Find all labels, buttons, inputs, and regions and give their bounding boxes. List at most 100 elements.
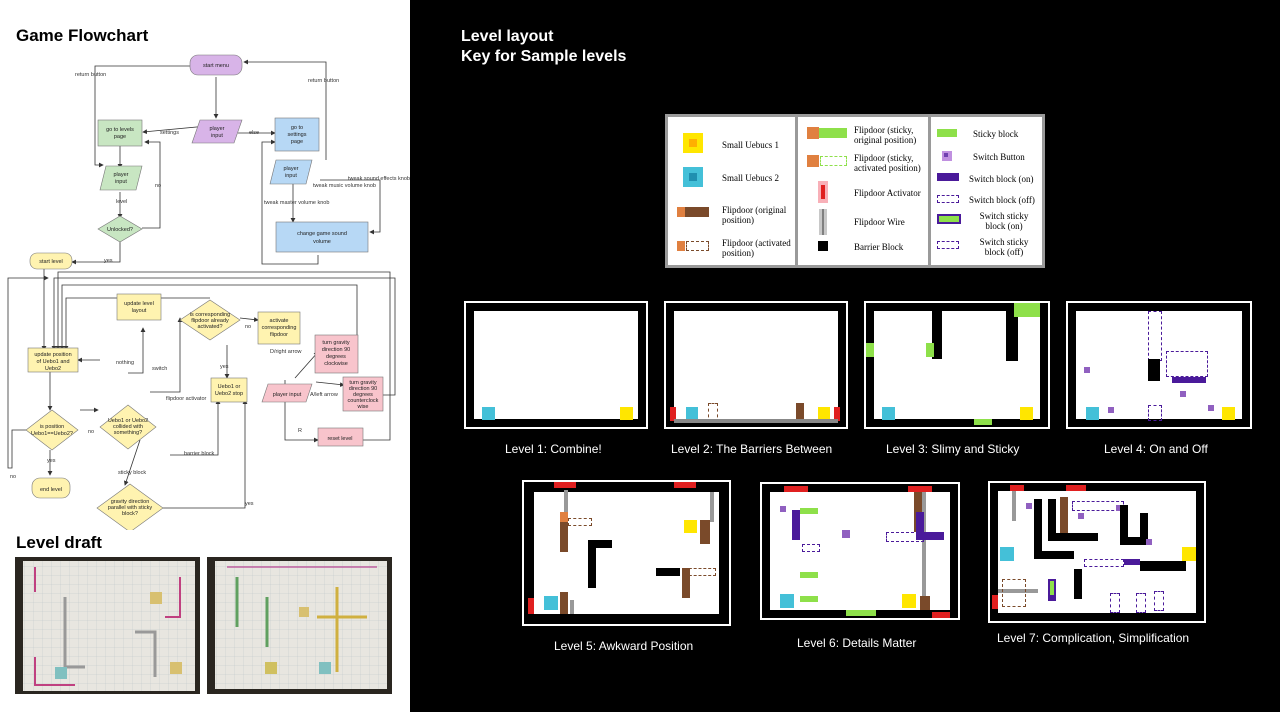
svg-text:player: player <box>284 166 299 172</box>
svg-text:player: player <box>210 126 225 132</box>
svg-text:Unlocked?: Unlocked? <box>107 227 133 233</box>
node-player-input-top <box>191 119 243 144</box>
legend-label: Barrier Block <box>854 242 904 252</box>
yellow-uebucs-icon <box>902 594 916 608</box>
svg-text:tweak music volume knob: tweak music volume knob <box>313 183 376 189</box>
game-flowchart: return button return button settings els… <box>7 54 410 530</box>
svg-text:activate: activate <box>270 318 289 324</box>
svg-text:block?: block? <box>122 511 138 517</box>
level-layout-title: Level layout <box>461 28 554 45</box>
svg-text:Uebo1==Uebo2?: Uebo1==Uebo2? <box>31 431 73 437</box>
svg-text:go to levels: go to levels <box>106 127 134 133</box>
flowchart-edge-labels: return button return button settings els… <box>10 72 410 507</box>
level-4-map <box>1066 301 1252 429</box>
legend-column-3: Sticky block Switch Button Switch block … <box>931 117 1042 265</box>
legend-label: Switch block (off) <box>969 195 1035 205</box>
level-3-map <box>864 301 1050 429</box>
svg-text:yes: yes <box>245 501 254 507</box>
blue-uebucs-icon <box>1086 407 1099 420</box>
flowchart-title: Game Flowchart <box>16 26 149 45</box>
svg-text:level: level <box>116 199 127 205</box>
yellow-uebucs-icon <box>818 407 830 419</box>
level-draft-title: Level draft <box>16 533 102 552</box>
switch-sticky-on-icon <box>937 214 961 224</box>
svg-text:parallel with sticky: parallel with sticky <box>108 505 153 511</box>
svg-text:Uebo1 or Uebo2: Uebo1 or Uebo2 <box>108 418 148 424</box>
svg-text:collided with: collided with <box>113 424 143 430</box>
svg-text:Uebo1 or: Uebo1 or <box>218 384 241 390</box>
svg-text:turn gravity: turn gravity <box>322 340 349 346</box>
svg-text:input: input <box>285 173 297 179</box>
level-7-label: Level 7: Complication, Simplification <box>997 631 1190 645</box>
node-levels-page <box>97 119 143 147</box>
blue-uebucs-icon <box>544 596 558 610</box>
svg-text:nothing: nothing <box>116 360 134 366</box>
switch-block-on-icon <box>937 173 959 181</box>
node-start-menu <box>189 54 243 76</box>
level-1-map <box>464 301 648 429</box>
yellow-uebucs-icon <box>620 407 633 420</box>
svg-text:something?: something? <box>114 430 142 436</box>
svg-text:flipdoor: flipdoor <box>270 332 288 338</box>
svg-text:flipdoor already: flipdoor already <box>191 318 229 324</box>
svg-text:tweak master volume knob: tweak master volume knob <box>264 200 329 206</box>
legend-key: Small Uebucs 1 Small Uebucs 2 Flipdoor (… <box>665 114 1045 268</box>
node-turn-cw <box>314 334 359 374</box>
level-draft-photo-1 <box>15 557 200 694</box>
svg-text:no: no <box>155 183 161 189</box>
node-activate-flipdoor <box>257 311 301 345</box>
blue-uebucs-icon <box>686 407 698 419</box>
svg-text:yes: yes <box>104 258 113 264</box>
node-end-level <box>31 477 71 499</box>
node-collided <box>99 404 157 450</box>
legend-label: Small Uebucs 2 <box>722 173 779 183</box>
legend-label: Switch Button <box>973 152 1025 162</box>
node-turn-ccw <box>342 376 384 412</box>
blue-uebucs-icon <box>683 167 703 187</box>
legend-label: Switch sticky block (on) <box>979 211 1029 231</box>
yellow-uebucs-icon <box>1222 407 1235 420</box>
legend-label: Flipdoor Wire <box>854 217 905 227</box>
yellow-uebucs-icon <box>1182 547 1196 561</box>
svg-text:update level: update level <box>124 301 154 307</box>
barrier-block-icon <box>818 241 828 251</box>
svg-text:turn gravity: turn gravity <box>349 380 376 386</box>
svg-text:of Uebo1 and: of Uebo1 and <box>36 359 69 365</box>
blue-uebucs-icon <box>1000 547 1014 561</box>
svg-text:is position: is position <box>40 424 64 430</box>
legend-column-2: Flipdoor (sticky, original position) Fli… <box>798 117 928 265</box>
blue-uebucs-icon <box>780 594 794 608</box>
node-player-input-mid <box>261 383 313 403</box>
node-uebo-stop <box>210 377 248 403</box>
node-change-volume <box>275 221 369 253</box>
level-1-label: Level 1: Combine! <box>505 442 602 456</box>
svg-text:page: page <box>291 139 303 145</box>
level-2-map <box>664 301 848 429</box>
svg-text:corresponding: corresponding <box>262 325 297 331</box>
legend-label: Switch sticky block (off) <box>979 237 1029 257</box>
level-2-label: Level 2: The Barriers Between <box>671 442 833 456</box>
svg-text:input: input <box>211 133 223 139</box>
svg-text:return button: return button <box>75 72 106 78</box>
svg-text:is corresponding: is corresponding <box>190 312 230 318</box>
svg-text:layout: layout <box>132 308 147 314</box>
node-unlocked <box>97 215 143 243</box>
yellow-uebucs-icon <box>684 520 697 533</box>
flipdoor-wire-icon <box>819 209 827 235</box>
flowchart-edges <box>7 59 396 509</box>
svg-text:volume: volume <box>313 239 331 245</box>
svg-text:wise: wise <box>356 404 368 410</box>
key-sample-levels-title: Key for Sample levels <box>461 48 627 65</box>
svg-text:D/right arrow: D/right arrow <box>270 349 302 355</box>
flipdoor-original-icon <box>677 207 709 217</box>
node-start-level <box>29 252 73 270</box>
blue-uebucs-icon <box>882 407 895 420</box>
yellow-uebucs-icon <box>1020 407 1033 420</box>
svg-text:Uebo2 stop: Uebo2 stop <box>215 391 243 397</box>
flipdoor-activator-icon <box>818 181 828 203</box>
svg-text:degrees: degrees <box>353 392 373 398</box>
node-update-position <box>27 347 79 373</box>
switch-button-icon <box>942 151 952 161</box>
svg-text:settings: settings <box>160 130 179 136</box>
svg-text:Uebo2: Uebo2 <box>45 366 61 372</box>
